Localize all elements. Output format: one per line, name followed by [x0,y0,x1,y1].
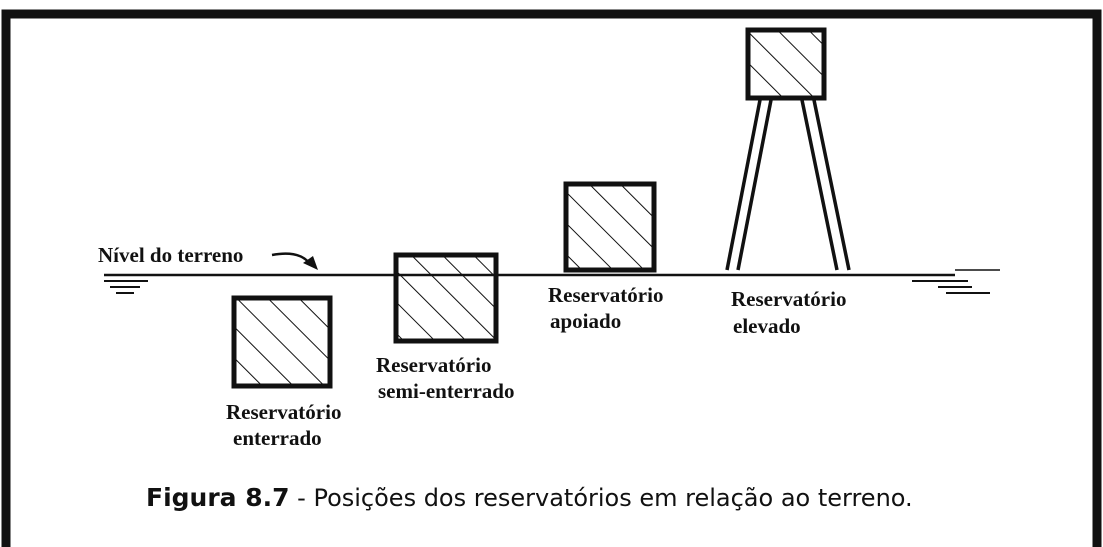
reservoir-supported-label-line2: apoiado [550,309,621,333]
figure-frame [1,9,1102,547]
ground-symbol-left [104,280,148,294]
ground-symbol-right [912,280,990,294]
figure-caption: Figura 8.7 - Posições dos reservatórios … [146,483,913,512]
figure-caption-text: - Posições dos reservatórios em relação … [290,484,913,512]
reservoir-semi-buried-label-line1: Reservatório [376,353,491,377]
reservoir-elevated-label-line1: Reservatório [731,287,846,311]
reservoir-buried-label-line1: Reservatório [226,400,341,424]
reservoir-supported [563,181,657,273]
reservoir-semi-buried [393,252,499,344]
reservoir-supported-label-line1: Reservatório [548,283,663,307]
figure-caption-number: Figura 8.7 [146,483,290,512]
reservoir-semi-buried-label-line2: semi-enterrado [378,379,514,403]
elevated-tower-legs [725,99,851,271]
ground-level-label: Nível do terreno [98,243,243,267]
reservoir-buried [231,295,333,389]
ground-label-arrowhead [303,256,318,270]
reservoir-elevated [745,27,827,101]
reservoir-buried-label-line2: enterrado [233,426,322,450]
reservoir-elevated-label-line2: elevado [733,314,801,338]
